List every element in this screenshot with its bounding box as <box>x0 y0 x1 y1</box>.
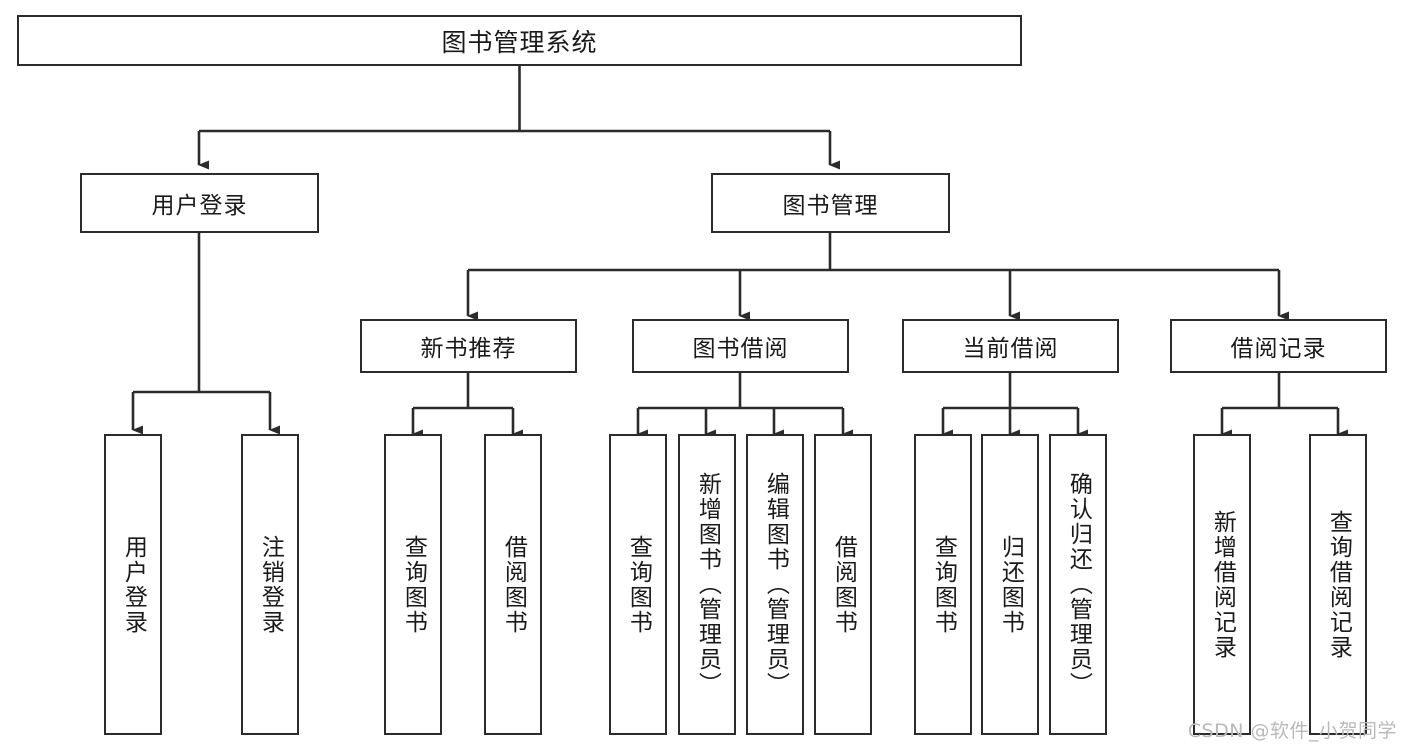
leaf-current-borrow-return-book[interactable]: 归还图书 <box>981 434 1039 735</box>
node-label: 新书推荐 <box>420 336 517 362</box>
leaf-new-book-borrow-book[interactable]: 借阅图书 <box>484 434 542 735</box>
leaf-content: 借阅图书 <box>486 436 540 733</box>
leaf-label: 查询图书 <box>930 534 957 635</box>
node-label: 借阅记录 <box>1230 336 1327 362</box>
leaf-current-borrow-query-book[interactable]: 查询图书 <box>914 434 972 735</box>
leaf-content: 新增图书（管理员） <box>680 436 734 733</box>
leaf-content: 查询图书 <box>611 436 665 733</box>
leaf-content: 查询图书 <box>386 436 440 733</box>
leaf-borrow-record-query-record[interactable]: 查询借阅记录 <box>1309 434 1367 735</box>
node-label: 图书借阅 <box>692 336 789 362</box>
leaf-label: 归还图书 <box>997 534 1024 635</box>
node-label: 图书管理 <box>782 193 879 219</box>
leaf-content: 编辑图书（管理员） <box>748 436 802 733</box>
node-book-borrow[interactable]: 图书借阅 <box>632 319 849 373</box>
node-new-book-recommend[interactable]: 新书推荐 <box>360 319 577 373</box>
leaf-content: 借阅图书 <box>816 436 870 733</box>
leaf-book-borrow-query-book[interactable]: 查询图书 <box>609 434 667 735</box>
leaf-book-borrow-borrow-book[interactable]: 借阅图书 <box>814 434 872 735</box>
leaf-label: 查询图书 <box>625 534 652 635</box>
leaf-content: 查询借阅记录 <box>1311 436 1365 733</box>
node-book-management[interactable]: 图书管理 <box>711 173 950 233</box>
leaf-label: 确认归还（管理员） <box>1065 472 1092 697</box>
node-label: 图书管理系统 <box>441 27 598 57</box>
leaf-book-borrow-edit-book-admin[interactable]: 编辑图书（管理员） <box>746 434 804 735</box>
node-root-book-management-system[interactable]: 图书管理系统 <box>17 15 1022 66</box>
leaf-borrow-record-add-record[interactable]: 新增借阅记录 <box>1193 434 1251 735</box>
csdn-watermark: CSDN @软件_小贺同学 <box>1187 720 1397 742</box>
node-label: 用户登录 <box>151 193 248 219</box>
leaf-content: 新增借阅记录 <box>1195 436 1249 733</box>
leaf-content: 确认归还（管理员） <box>1051 436 1105 733</box>
leaf-user-login-login[interactable]: 用户登录 <box>104 434 162 735</box>
leaf-book-borrow-add-book-admin[interactable]: 新增图书（管理员） <box>678 434 736 735</box>
leaf-label: 用户登录 <box>120 534 147 635</box>
leaf-content: 注销登录 <box>243 436 297 733</box>
leaf-label: 新增图书（管理员） <box>694 472 721 697</box>
leaf-label: 编辑图书（管理员） <box>762 472 789 697</box>
leaf-label: 查询借阅记录 <box>1325 509 1352 660</box>
leaf-content: 查询图书 <box>916 436 970 733</box>
leaf-label: 借阅图书 <box>500 534 527 635</box>
node-user-login[interactable]: 用户登录 <box>80 173 319 233</box>
leaf-new-book-query-book[interactable]: 查询图书 <box>384 434 442 735</box>
leaf-content: 归还图书 <box>983 436 1037 733</box>
leaf-label: 借阅图书 <box>830 534 857 635</box>
node-current-borrow[interactable]: 当前借阅 <box>902 319 1119 373</box>
leaf-label: 查询图书 <box>400 534 427 635</box>
leaf-label: 注销登录 <box>257 534 284 635</box>
leaf-content: 用户登录 <box>106 436 160 733</box>
node-label: 当前借阅 <box>962 336 1059 362</box>
leaf-current-borrow-confirm-return-admin[interactable]: 确认归还（管理员） <box>1049 434 1107 735</box>
node-borrow-record[interactable]: 借阅记录 <box>1170 319 1387 373</box>
leaf-user-login-logout[interactable]: 注销登录 <box>241 434 299 735</box>
leaf-label: 新增借阅记录 <box>1209 509 1236 660</box>
